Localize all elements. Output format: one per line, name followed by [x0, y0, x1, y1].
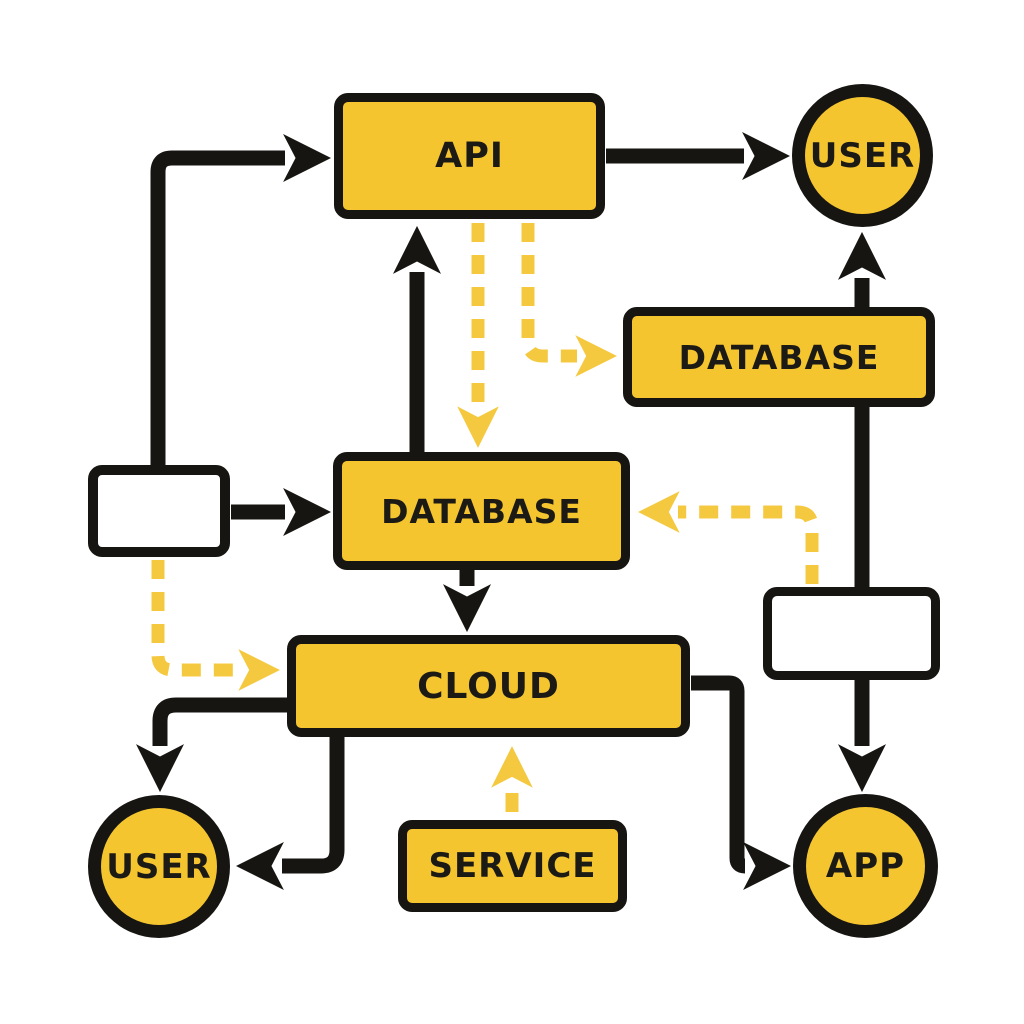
node-database-right-label: DATABASE: [678, 337, 880, 377]
node-app-label: APP: [825, 846, 906, 886]
node-user-bottom: USER: [88, 795, 230, 938]
node-user-bottom-label: USER: [106, 846, 212, 887]
edge-cloud-to-app: [691, 675, 792, 890]
node-cloud-label: CLOUD: [417, 665, 560, 707]
node-database-right: DATABASE: [623, 307, 935, 407]
node-database-mid-label: DATABASE: [381, 491, 582, 531]
edge-cloud-to-userbottom-top: [135, 697, 288, 793]
node-app: APP: [793, 794, 938, 938]
node-blank-right: [763, 587, 940, 680]
dashed-api-to-databaseright: [521, 223, 617, 377]
dashed-blankleft-to-cloud: [151, 560, 280, 691]
node-api-label: API: [435, 136, 504, 176]
node-blank-left: [88, 465, 230, 557]
node-service-label: SERVICE: [428, 846, 597, 886]
node-user-top-label: USER: [809, 135, 916, 176]
node-cloud: CLOUD: [287, 635, 690, 737]
node-service: SERVICE: [398, 820, 627, 912]
node-api: API: [334, 93, 605, 219]
dashed-blankright-to-databasemid: [638, 491, 819, 584]
edge-blankleft-to-api: [150, 133, 332, 466]
edge-cloud-to-userbottom-side: [235, 736, 345, 891]
node-database-mid: DATABASE: [333, 452, 630, 570]
node-user-top: USER: [792, 84, 933, 227]
